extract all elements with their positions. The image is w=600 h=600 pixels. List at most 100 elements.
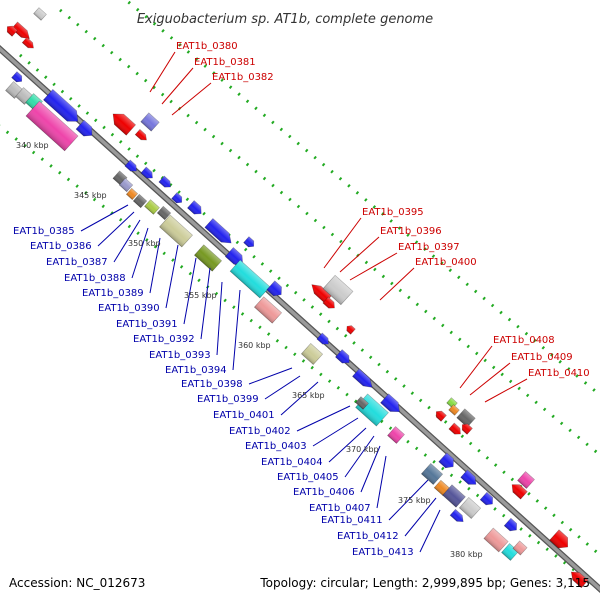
gene-feature-37[interactable]: [300, 343, 324, 365]
gene-feature-42[interactable]: [355, 396, 369, 410]
gene-feature-shading: [438, 452, 454, 468]
gene-feature-shading: [76, 120, 92, 137]
gene-label-EAT1b_0399[interactable]: EAT1b_0399: [197, 394, 259, 405]
gene-label-EAT1b_0386[interactable]: EAT1b_0386: [30, 241, 92, 252]
leader-line: [280, 381, 319, 416]
gene-label-EAT1b_0396[interactable]: EAT1b_0396: [380, 226, 442, 237]
gene-feature-shading: [352, 368, 373, 388]
gene-feature-32[interactable]: [243, 236, 257, 250]
gene-label-EAT1b_0385[interactable]: EAT1b_0385: [13, 226, 75, 237]
gene-feature-4[interactable]: [11, 71, 25, 85]
gene-feature-50[interactable]: [460, 422, 473, 435]
gene-feature-3[interactable]: [5, 24, 18, 37]
gene-label-EAT1b_0393[interactable]: EAT1b_0393: [149, 350, 211, 361]
kbp-tick-label: 380 kbp: [450, 550, 483, 559]
gene-feature-22[interactable]: [156, 205, 172, 221]
gene-feature-shading: [126, 188, 138, 200]
gene-feature-34[interactable]: [322, 274, 354, 306]
gene-feature-64[interactable]: [517, 471, 535, 489]
leader-line: [360, 445, 381, 493]
gene-label-EAT1b_0408[interactable]: EAT1b_0408: [493, 335, 555, 346]
gene-feature-52[interactable]: [460, 469, 480, 488]
gene-feature-30[interactable]: [266, 280, 285, 299]
gene-feature-shading: [158, 176, 171, 188]
gene-feature-21[interactable]: [144, 199, 160, 215]
gene-feature-63[interactable]: [509, 481, 528, 500]
gene-feature-58[interactable]: [449, 508, 466, 524]
gene-label-EAT1b_0394[interactable]: EAT1b_0394: [165, 365, 227, 376]
gene-feature-47[interactable]: [448, 404, 460, 416]
gene-feature-11[interactable]: [108, 109, 137, 136]
gene-feature-56[interactable]: [458, 497, 482, 519]
gene-feature-49[interactable]: [448, 422, 463, 437]
gene-feature-shading: [25, 101, 79, 151]
gene-feature-65[interactable]: [549, 529, 573, 552]
gene-label-EAT1b_0406[interactable]: EAT1b_0406: [293, 487, 355, 498]
gene-feature-24[interactable]: [187, 200, 204, 218]
gene-feature-1[interactable]: [33, 7, 47, 21]
gene-feature-2[interactable]: [21, 36, 36, 50]
gene-feature-51[interactable]: [438, 452, 457, 471]
gene-label-EAT1b_0398[interactable]: EAT1b_0398: [181, 379, 243, 390]
gene-feature-19[interactable]: [125, 187, 139, 201]
gene-feature-45[interactable]: [434, 409, 447, 422]
gene-feature-9[interactable]: [25, 100, 79, 152]
gene-label-EAT1b_0388[interactable]: EAT1b_0388: [64, 273, 126, 284]
gene-feature-23[interactable]: [171, 192, 185, 206]
gene-feature-27[interactable]: [193, 244, 223, 272]
gene-feature-53[interactable]: [420, 463, 444, 485]
gene-feature-35[interactable]: [322, 296, 337, 311]
gene-feature-31[interactable]: [253, 296, 283, 324]
gene-label-EAT1b_0382[interactable]: EAT1b_0382: [212, 72, 274, 83]
gene-feature-29[interactable]: [229, 259, 271, 299]
gene-feature-shading: [335, 349, 350, 364]
gene-label-EAT1b_0413[interactable]: EAT1b_0413: [352, 547, 414, 558]
gene-feature-shading: [421, 463, 443, 485]
gene-feature-62[interactable]: [503, 517, 520, 533]
gene-label-EAT1b_0400[interactable]: EAT1b_0400: [415, 257, 477, 268]
gene-label-EAT1b_0397[interactable]: EAT1b_0397: [398, 242, 460, 253]
leader-line: [149, 51, 176, 93]
gene-feature-39[interactable]: [335, 349, 352, 367]
gene-label-EAT1b_0391[interactable]: EAT1b_0391: [116, 319, 178, 330]
gene-feature-66[interactable]: [568, 568, 589, 589]
gene-label-EAT1b_0405[interactable]: EAT1b_0405: [277, 472, 339, 483]
gene-feature-36[interactable]: [345, 324, 356, 335]
gene-label-EAT1b_0412[interactable]: EAT1b_0412: [337, 531, 399, 542]
leader-line: [323, 217, 362, 269]
gene-label-EAT1b_0410[interactable]: EAT1b_0410: [528, 368, 590, 379]
gene-feature-14[interactable]: [124, 159, 139, 174]
gene-label-EAT1b_0381[interactable]: EAT1b_0381: [194, 57, 256, 68]
gene-feature-38[interactable]: [316, 332, 331, 347]
gene-feature-10[interactable]: [75, 119, 96, 140]
gene-feature-25[interactable]: [159, 214, 193, 248]
gene-feature-43[interactable]: [380, 393, 404, 416]
gene-label-EAT1b_0402[interactable]: EAT1b_0402: [229, 426, 291, 437]
gene-feature-15[interactable]: [140, 166, 155, 181]
gene-label-EAT1b_0401[interactable]: EAT1b_0401: [213, 410, 275, 421]
gene-label-EAT1b_0403[interactable]: EAT1b_0403: [245, 441, 307, 452]
gene-label-EAT1b_0380[interactable]: EAT1b_0380: [176, 41, 238, 52]
gene-label-EAT1b_0404[interactable]: EAT1b_0404: [261, 457, 323, 468]
gene-feature-59[interactable]: [483, 527, 509, 553]
gene-feature-40[interactable]: [352, 368, 375, 391]
gene-label-EAT1b_0390[interactable]: EAT1b_0390: [98, 303, 160, 314]
gene-label-EAT1b_0389[interactable]: EAT1b_0389: [82, 288, 144, 299]
gene-feature-20[interactable]: [132, 193, 148, 209]
gene-feature-57[interactable]: [479, 491, 496, 507]
gene-feature-55[interactable]: [442, 484, 466, 508]
gene-feature-12[interactable]: [140, 112, 160, 132]
gene-feature-16[interactable]: [158, 175, 173, 190]
gene-feature-61[interactable]: [512, 540, 528, 556]
gene-label-EAT1b_0387[interactable]: EAT1b_0387: [46, 257, 108, 268]
gene-feature-18[interactable]: [118, 177, 134, 193]
gene-label-EAT1b_0409[interactable]: EAT1b_0409: [511, 352, 573, 363]
gene-label-EAT1b_0392[interactable]: EAT1b_0392: [133, 334, 195, 345]
gene-feature-26[interactable]: [204, 218, 235, 248]
gene-feature-13[interactable]: [134, 128, 149, 142]
gene-label-EAT1b_0411[interactable]: EAT1b_0411: [321, 515, 383, 526]
gene-label-EAT1b_0407[interactable]: EAT1b_0407: [309, 503, 371, 514]
gene-label-EAT1b_0395[interactable]: EAT1b_0395: [362, 207, 424, 218]
gene-feature-44[interactable]: [387, 426, 405, 444]
gene-feature-8[interactable]: [43, 88, 82, 126]
